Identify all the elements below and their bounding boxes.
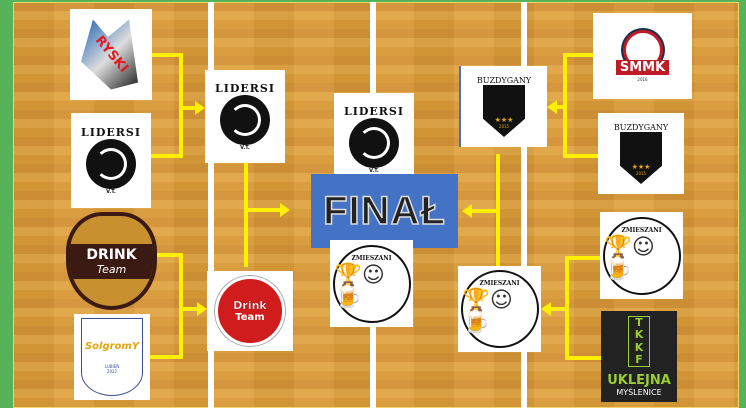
stars-icon: ★★★ (631, 163, 651, 171)
team-subtitle: V.T. (240, 145, 250, 151)
team-name: ZMIESZANI (621, 226, 662, 234)
connector (152, 53, 182, 57)
arrow-right-icon (280, 203, 290, 217)
court-line (208, 2, 214, 408)
team-logo-zmieszani: ZMIESZANI 🏆☺🍺 (600, 212, 683, 299)
connector (157, 253, 182, 257)
team-logo-lidersi: LIDERSI V.T. (71, 113, 151, 208)
connector (179, 253, 183, 359)
team-name: LIDERSI (343, 105, 405, 118)
connector (565, 356, 601, 360)
volleyball-icon (220, 95, 270, 145)
team-logo-uklejna: TK KF UKLEJNA MYŚLENICE (601, 311, 677, 402)
connector (550, 307, 568, 311)
team-logo-smmk: SMMK 2016 (593, 13, 692, 99)
team-subtitle: Team (96, 262, 127, 276)
stars-icon: ★★★ (494, 116, 514, 124)
team-logo-drink-team: Drink Team (207, 271, 293, 351)
final-title: FINAŁ (322, 188, 446, 234)
team-mark: TK KF (628, 316, 650, 367)
connector (179, 307, 199, 311)
team-logo-buzdygany: BUZDYGANY ★★★ 2015 (459, 66, 547, 147)
team-logo-ryski: RYSKI (70, 9, 152, 100)
team-name: LIDERSI (214, 82, 276, 95)
team-name: ZMIESZANI (351, 254, 392, 262)
team-logo-solgromy: SolgromY LUBIEŃ 2022 (74, 314, 150, 400)
volleyball-icon (86, 139, 136, 189)
finalist-logo-lidersi: LIDERSI V.T. (334, 93, 414, 186)
team-logo-zmieszani: ZMIESZANI 🏆☺🍺 (458, 266, 541, 352)
connector (555, 105, 567, 109)
team-name: DRINK (86, 246, 137, 263)
connector (179, 106, 197, 110)
team-name: Drink (233, 299, 267, 312)
arrow-left-icon (462, 204, 472, 218)
team-subtitle: LUBIEŃ (104, 363, 120, 369)
court-line (521, 2, 527, 408)
team-logo-lidersi: LIDERSI V.T. (205, 70, 285, 163)
connector (244, 208, 282, 212)
team-name: SolgromY (84, 340, 140, 352)
team-subtitle: MYŚLENICE (616, 387, 662, 397)
finalist-logo-zmieszani: ZMIESZANI 🏆☺🍺 (330, 240, 413, 327)
trophy-ball-beer-icon: 🏆☺🍺 (334, 262, 385, 310)
arrow-left-icon (547, 100, 557, 114)
team-name: BUZDYGANY (613, 123, 669, 132)
connector (563, 53, 593, 57)
team-year: 2015 (498, 124, 510, 129)
connector (179, 53, 183, 158)
arrow-right-icon (197, 302, 207, 316)
connector (565, 256, 600, 260)
team-name: BUZDYGANY (476, 76, 532, 85)
team-subtitle: V.T. (106, 189, 116, 195)
arrow-right-icon (195, 101, 205, 115)
trophy-ball-beer-icon: 🏆☺🍺 (462, 288, 513, 335)
team-subtitle: V.T. (369, 168, 379, 174)
connector (563, 154, 598, 158)
team-year: 2016 (637, 77, 648, 82)
team-name: LIDERSI (80, 126, 142, 139)
final-label-box: FINAŁ (311, 174, 458, 248)
team-logo-buzdygany: BUZDYGANY ★★★ 2015 (598, 113, 684, 194)
trophy-ball-beer-icon: 🏆☺🍺 (604, 234, 655, 282)
team-subtitle: Team (235, 312, 265, 323)
volleyball-icon (349, 118, 399, 168)
team-year: 2015 (635, 171, 647, 176)
team-logo-drink-team: DRINK Team (66, 212, 157, 310)
team-name: UKLEJNA (607, 372, 671, 388)
connector (150, 355, 182, 359)
team-name: RYSKI (91, 33, 131, 76)
team-name: ZMIESZANI (479, 280, 520, 287)
arrow-left-icon (541, 302, 551, 316)
connector (244, 163, 248, 267)
team-name: SMMK (615, 60, 670, 75)
connector (151, 154, 182, 158)
connector (470, 209, 500, 213)
team-year: 2022 (106, 368, 118, 374)
